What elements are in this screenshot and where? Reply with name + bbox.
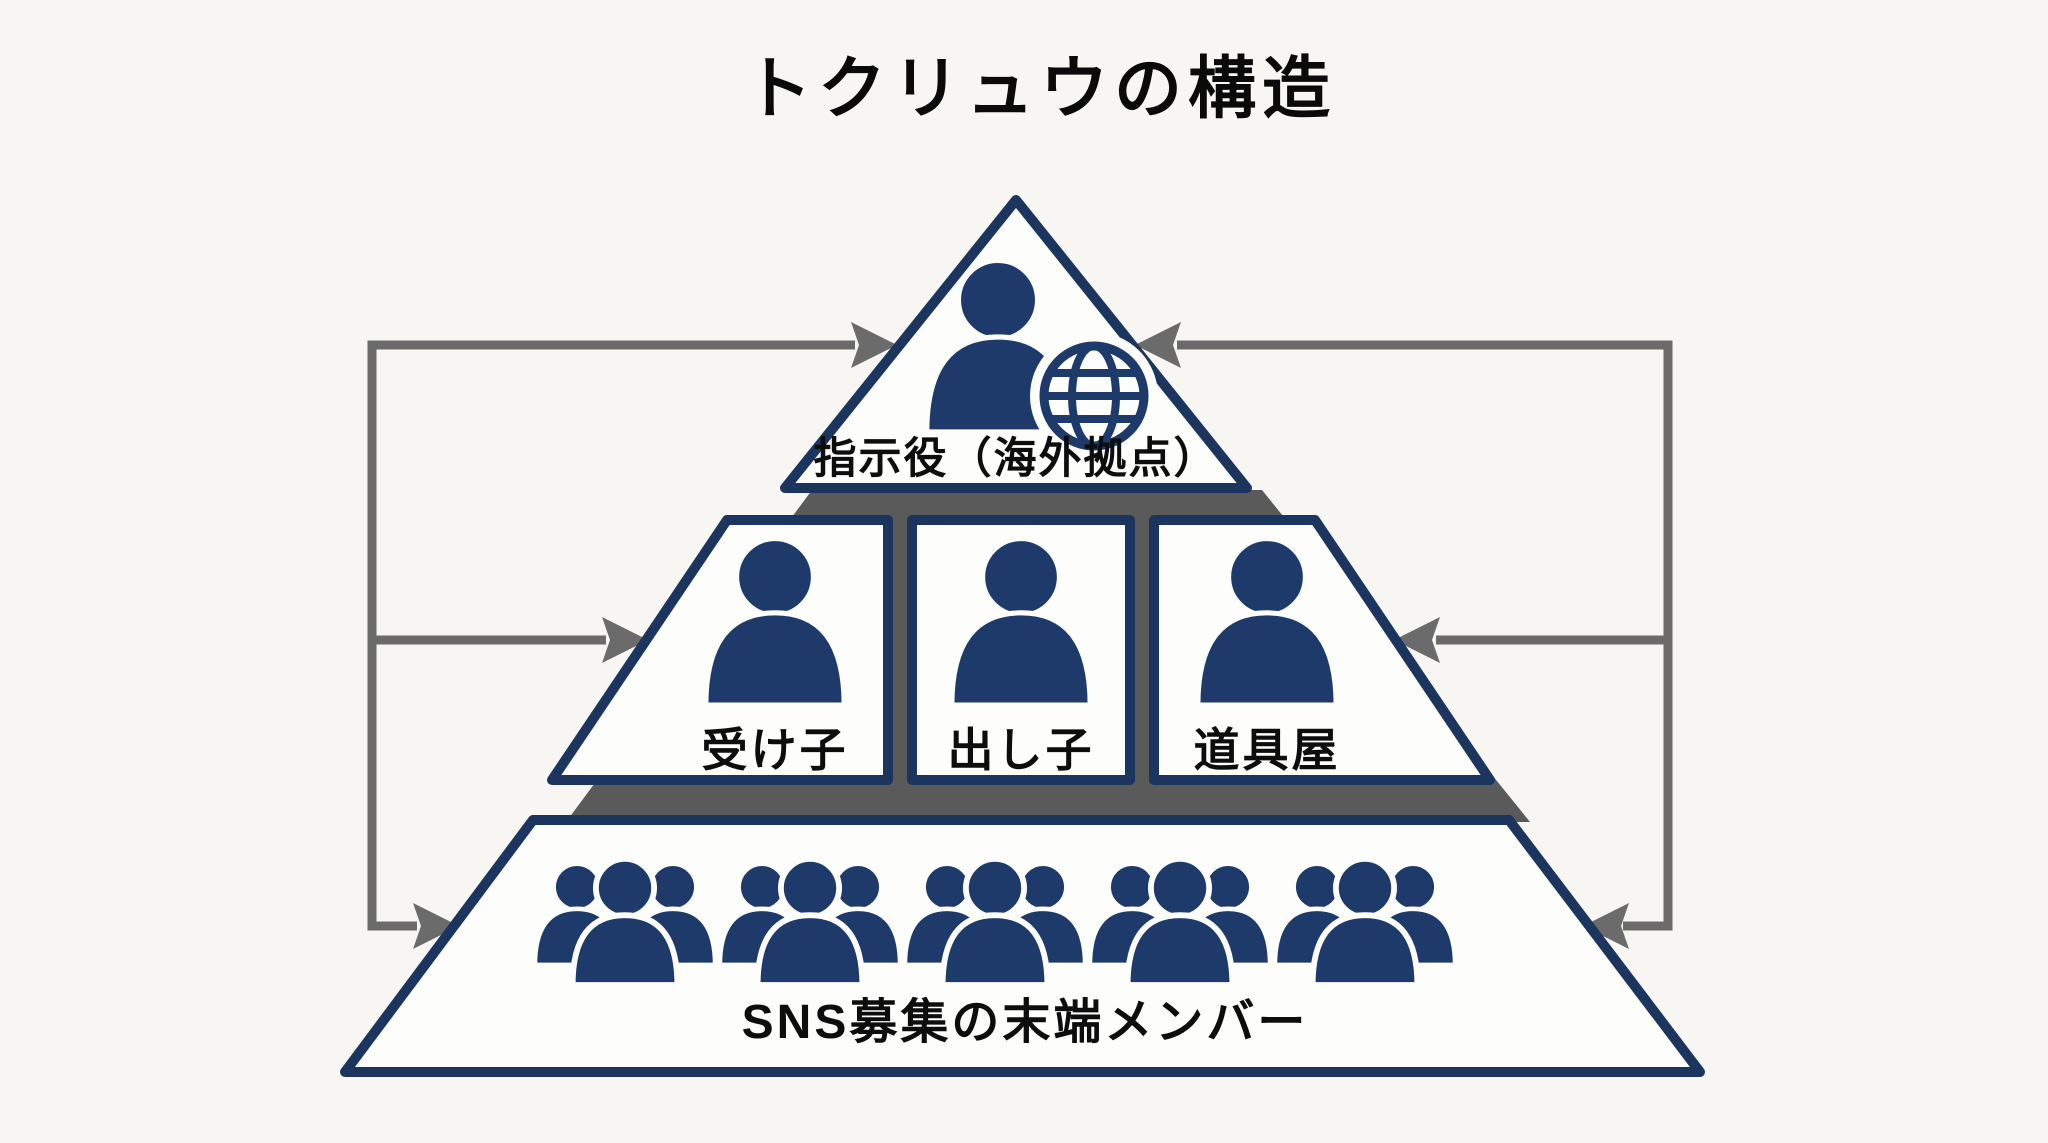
arrow-left-icon xyxy=(1583,903,1629,949)
panel-label: 受け子 xyxy=(702,724,849,776)
people-group-icon xyxy=(905,859,1085,985)
tier-middle-roles: 受け子 出し子 道具屋 xyxy=(547,515,1495,785)
arrow-left-icon xyxy=(1394,617,1440,663)
panel-dashiko: 出し子 xyxy=(907,515,1135,785)
member-groups xyxy=(535,859,1455,985)
people-group-icon xyxy=(720,859,900,985)
people-group-icon xyxy=(1090,859,1270,985)
arrow-left-icon xyxy=(1135,322,1181,368)
panel-label: 出し子 xyxy=(948,724,1095,776)
left-connector xyxy=(367,322,897,949)
people-group-icon xyxy=(1275,859,1455,985)
person-with-globe-icon xyxy=(927,260,1158,460)
tier-top-label: 指示役（海外拠点） xyxy=(814,435,1219,483)
tier-bottom-label: SNS募集の末端メンバー xyxy=(742,996,1309,1049)
right-connector xyxy=(1135,322,1673,949)
panel-label: 道具屋 xyxy=(1194,724,1341,776)
arrow-right-icon xyxy=(602,617,648,663)
tier-bottom-members: SNS募集の末端メンバー xyxy=(340,815,1705,1077)
arrow-right-icon xyxy=(851,322,897,368)
page-title: トクリュウの構造 xyxy=(744,51,1336,127)
panel-ukeko: 受け子 xyxy=(547,515,893,785)
panel-doguya: 道具屋 xyxy=(1149,515,1495,785)
people-group-icon xyxy=(535,859,715,985)
tier-top-director: 指示役（海外拠点） xyxy=(780,195,1252,493)
globe-icon xyxy=(1030,332,1158,460)
arrow-right-icon xyxy=(413,903,459,949)
